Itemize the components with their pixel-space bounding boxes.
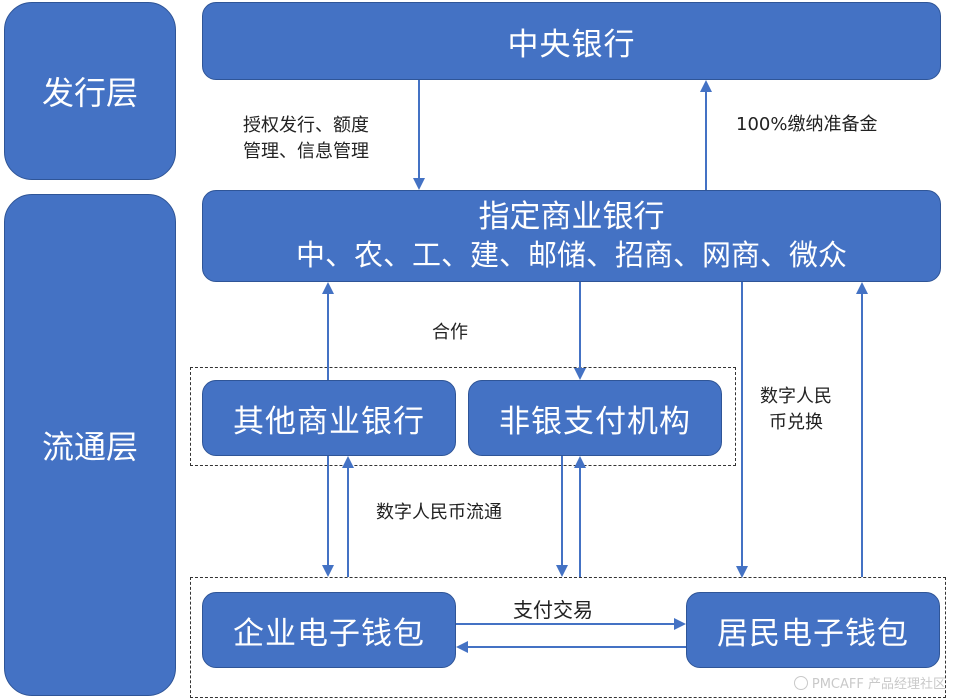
- enterprise-wallet-label: 企业电子钱包: [233, 615, 425, 652]
- authorize-label-line1: 授权发行、额度: [243, 115, 369, 136]
- other-banks-label: 其他商业银行: [233, 403, 425, 440]
- authorize-label-line2: 管理、信息管理: [243, 141, 369, 162]
- central-bank-box: 中央银行: [202, 2, 941, 80]
- exchange-label-line2: 币兑换: [769, 412, 823, 433]
- designated-banks-title: 指定商业银行: [478, 199, 665, 235]
- central-bank-label: 中央银行: [507, 26, 636, 63]
- authorize-label: 授权发行、额度 管理、信息管理: [243, 113, 369, 165]
- non-bank-payment-label: 非银支付机构: [499, 403, 691, 440]
- payment-label: 支付交易: [513, 598, 593, 622]
- cooperation-label: 合作: [432, 322, 468, 343]
- wallets-dashed-group: [190, 577, 946, 698]
- exchange-label-line1: 数字人民: [760, 386, 832, 407]
- watermark: PMCAFF 产品经理社区: [793, 673, 946, 692]
- resident-wallet-box: 居民电子钱包: [686, 592, 940, 668]
- circulation-layer-box: 流通层: [4, 194, 176, 696]
- pmcaff-logo-icon: [793, 675, 808, 690]
- resident-wallet-label: 居民电子钱包: [717, 615, 909, 652]
- issue-layer-label: 发行层: [41, 74, 138, 112]
- other-banks-box: 其他商业银行: [202, 380, 456, 456]
- designated-banks-list: 中、农、工、建、邮储、招商、网商、微众: [295, 238, 847, 272]
- institutions-dashed-group: [190, 367, 736, 466]
- designated-banks-box: 指定商业银行 中、农、工、建、邮储、招商、网商、微众: [202, 190, 941, 282]
- circulation-flow-label: 数字人民币流通: [376, 502, 502, 523]
- exchange-label: 数字人民 币兑换: [760, 384, 832, 436]
- enterprise-wallet-box: 企业电子钱包: [202, 592, 456, 668]
- non-bank-payment-box: 非银支付机构: [468, 380, 722, 456]
- circulation-layer-label: 流通层: [41, 428, 138, 466]
- reserve-label: 100%缴纳准备金: [736, 114, 878, 135]
- issue-layer-box: 发行层: [4, 2, 176, 180]
- watermark-text: PMCAFF 产品经理社区: [811, 677, 946, 692]
